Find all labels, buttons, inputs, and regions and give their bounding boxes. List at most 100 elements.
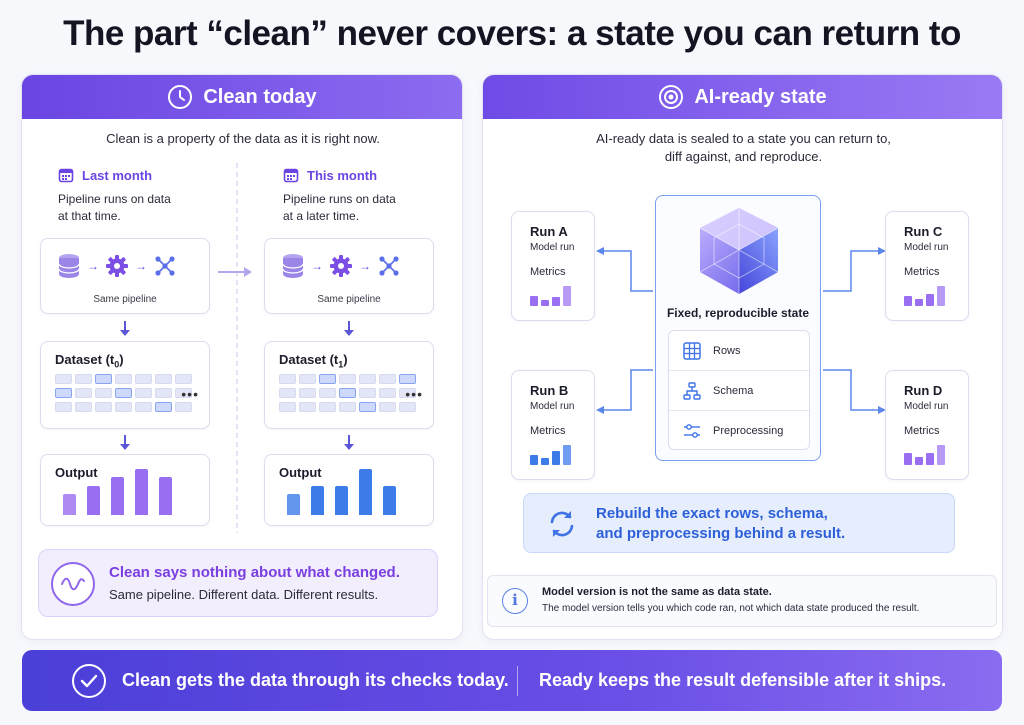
metrics-bars	[530, 445, 571, 465]
note-subtitle: The model version tells you which code r…	[542, 603, 920, 614]
rebuild-line2: and preprocessing behind a result.	[596, 525, 846, 542]
dataset-grid	[55, 374, 197, 412]
run-title: Run B	[530, 383, 569, 398]
output-bar	[159, 477, 172, 515]
output-bar	[87, 486, 100, 515]
refresh-icon	[550, 511, 574, 537]
arrow-down-icon	[120, 435, 130, 450]
footer-banner: Clean gets the data through its checks t…	[22, 650, 1002, 711]
run-title: Run C	[904, 224, 943, 239]
arrow-right-icon: →	[311, 259, 323, 273]
run-title: Run D	[904, 383, 943, 398]
output-bars	[287, 469, 396, 515]
lead-line1: AI-ready data is sealed to a state you c…	[596, 131, 891, 146]
dataset-label: Dataset (t1)	[279, 352, 348, 370]
period-label: Last month	[82, 167, 153, 183]
run-card-c: Run C Model run Metrics	[885, 211, 969, 321]
output-card-this-month: Output	[264, 454, 434, 526]
output-bar	[359, 469, 372, 515]
dataset-label: Dataset (t0)	[55, 352, 124, 370]
metrics-bars	[530, 286, 571, 306]
gear-icon	[106, 255, 128, 277]
output-label: Output	[279, 465, 322, 480]
database-icon	[58, 254, 80, 278]
arrow-right-icon: →	[87, 259, 99, 273]
state-row-label: Schema	[713, 384, 754, 397]
period-this-month: This month Pipeline runs on data at a la…	[283, 167, 462, 225]
ai-ready-title: AI-ready state	[694, 85, 827, 108]
output-bar	[135, 469, 148, 515]
output-bar	[111, 477, 124, 515]
period-label: This month	[307, 167, 378, 183]
period-desc-line2: at that time.	[58, 209, 121, 223]
run-metrics: Metrics	[904, 425, 940, 437]
target-icon	[659, 85, 684, 109]
run-sub: Model run	[904, 401, 949, 412]
wave-icon	[51, 562, 95, 606]
clean-today-panel: Clean today Clean is a property of the d…	[21, 74, 463, 640]
state-row-label: Preprocessing	[713, 425, 784, 437]
clean-today-header: Clean today	[22, 75, 462, 119]
pipeline-caption: Same pipeline	[317, 294, 381, 305]
state-label: Fixed, reproducible state	[666, 306, 810, 320]
output-card-last-month: Output	[40, 454, 210, 526]
arrow-right-icon: →	[359, 259, 371, 273]
dataset-card-this-month: Dataset (t1) •••	[264, 341, 434, 429]
pipeline-caption: Same pipeline	[93, 294, 157, 305]
page-title: The part “clean” never covers: a state y…	[63, 14, 961, 53]
pipeline-card-last-month: → → Same pipeline	[40, 238, 210, 314]
clean-callout: Clean says nothing about what changed. S…	[38, 549, 438, 617]
run-sub: Model run	[530, 242, 575, 253]
check-circle-icon	[72, 664, 106, 698]
gear-icon	[330, 255, 352, 277]
ai-ready-lead: AI-ready data is sealed to a state you c…	[483, 130, 1002, 166]
output-bars	[63, 469, 172, 515]
footer-divider	[517, 666, 518, 696]
arrow-down-icon	[120, 321, 130, 336]
dataset-card-last-month: Dataset (t0) •••	[40, 341, 210, 429]
more-dots-icon: •••	[181, 386, 199, 402]
state-row-schema: Schema	[669, 371, 809, 411]
crystal-cube-icon	[699, 208, 779, 294]
run-sub: Model run	[530, 401, 575, 412]
arrow-down-icon	[344, 321, 354, 336]
clean-lead-text: Clean is a property of the data as it is…	[106, 131, 380, 146]
arrow-right-icon: →	[135, 259, 147, 273]
model-version-note: i Model version is not the same as data …	[487, 575, 997, 627]
state-row-preprocessing: Preprocessing	[669, 411, 809, 451]
pipeline-card-this-month: → → Same pipeline	[264, 238, 434, 314]
rebuild-line1: Rebuild the exact rows, schema,	[596, 505, 828, 522]
footer-right-text: Ready keeps the result defensible after …	[539, 670, 947, 690]
clock-icon	[168, 85, 193, 109]
run-metrics: Metrics	[904, 266, 940, 278]
footer-left-text: Clean gets the data through its checks t…	[122, 670, 509, 690]
ai-ready-header: AI-ready state	[483, 75, 1002, 119]
period-desc-line2: at a later time.	[283, 209, 360, 223]
state-row-rows: Rows	[669, 331, 809, 371]
run-connectors	[596, 247, 886, 414]
info-icon: i	[502, 588, 528, 614]
calendar-icon	[283, 168, 299, 183]
sliders-icon	[684, 424, 700, 438]
network-icon	[155, 256, 175, 276]
run-card-b: Run B Model run Metrics	[511, 370, 595, 480]
output-bar	[63, 494, 76, 515]
hierarchy-icon	[683, 381, 701, 400]
run-title: Run A	[530, 224, 568, 239]
note-title: Model version is not the same as data st…	[542, 586, 772, 598]
period-divider	[236, 163, 238, 533]
run-card-a: Run A Model run Metrics	[511, 211, 595, 321]
database-icon	[282, 254, 304, 278]
table-grid-icon	[683, 341, 701, 360]
period-desc-line1: Pipeline runs on data	[283, 192, 396, 206]
period-last-month: Last month Pipeline runs on data at that…	[58, 167, 248, 225]
output-label: Output	[55, 465, 98, 480]
calendar-icon	[58, 168, 74, 183]
more-dots-icon: •••	[405, 386, 423, 402]
network-icon	[379, 256, 399, 276]
lead-line2: diff against, and reproduce.	[664, 149, 823, 164]
output-bar	[335, 486, 348, 515]
clean-today-title: Clean today	[203, 85, 317, 108]
output-bar	[287, 494, 300, 515]
run-metrics: Metrics	[530, 425, 566, 437]
